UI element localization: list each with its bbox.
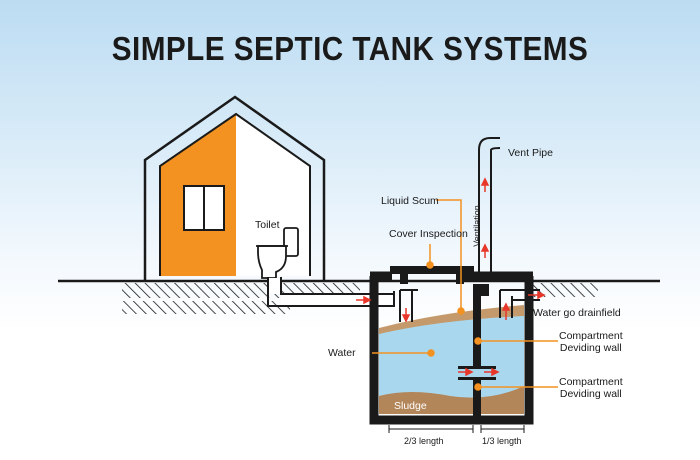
flow-arrow-vent-2 (480, 243, 490, 258)
leader-cover-inspection (426, 244, 434, 269)
flow-arrow-inlet-tee (401, 308, 411, 323)
flow-arrow-outlet (528, 290, 546, 300)
label-toilet: Toilet (255, 219, 280, 231)
flow-arrow-vent-1 (480, 177, 490, 192)
septic-tank (369, 271, 534, 425)
label-cover-inspection: Cover Inspection (389, 228, 468, 240)
leader-compartment-2 (474, 383, 558, 391)
vent-pipe (478, 137, 501, 276)
dimension-1-3 (480, 425, 525, 433)
leader-liquid-scum (436, 199, 465, 315)
inlet-pipe (267, 277, 395, 307)
label-compartment-deviding-wall-1: Compartment Deviding wall (559, 330, 623, 354)
flow-arrow-divider (458, 367, 500, 377)
leader-water (372, 349, 435, 357)
flow-arrow-inlet (356, 295, 372, 305)
label-ventilation: Ventilation (471, 205, 482, 247)
flow-arrow-outlet-up (501, 302, 511, 320)
dimension-2-3 (388, 425, 474, 433)
toilet (256, 227, 299, 279)
outlet-pipe (499, 289, 540, 318)
house-outline-outer (143, 95, 326, 281)
label-one-third-length: 1/3 length (482, 436, 522, 446)
flow-arrows (356, 177, 546, 377)
label-compartment-deviding-wall-2: Compartment Deviding wall (559, 376, 623, 400)
water-body (379, 310, 524, 414)
house-window (183, 185, 225, 231)
scum-layer (379, 305, 524, 334)
label-liquid-scum: Liquid Scum (381, 195, 439, 207)
cover-inspection-lid (390, 266, 474, 284)
label-two-thirds-length: 2/3 length (404, 436, 444, 446)
sludge-layer (379, 386, 524, 414)
leader-lines (372, 199, 558, 391)
label-water-go-drainfield: Water go drainfield (533, 307, 621, 319)
label-vent-pipe: Vent Pipe (508, 147, 553, 159)
dividing-wall (458, 284, 496, 416)
house-outline-inner (159, 112, 311, 276)
leader-compartment-1 (474, 337, 558, 345)
inlet-tee (399, 290, 413, 322)
diagram-title: SIMPLE SEPTIC TANK SYSTEMS (111, 30, 589, 67)
label-sludge: Sludge (394, 400, 427, 412)
label-water: Water (328, 347, 356, 359)
